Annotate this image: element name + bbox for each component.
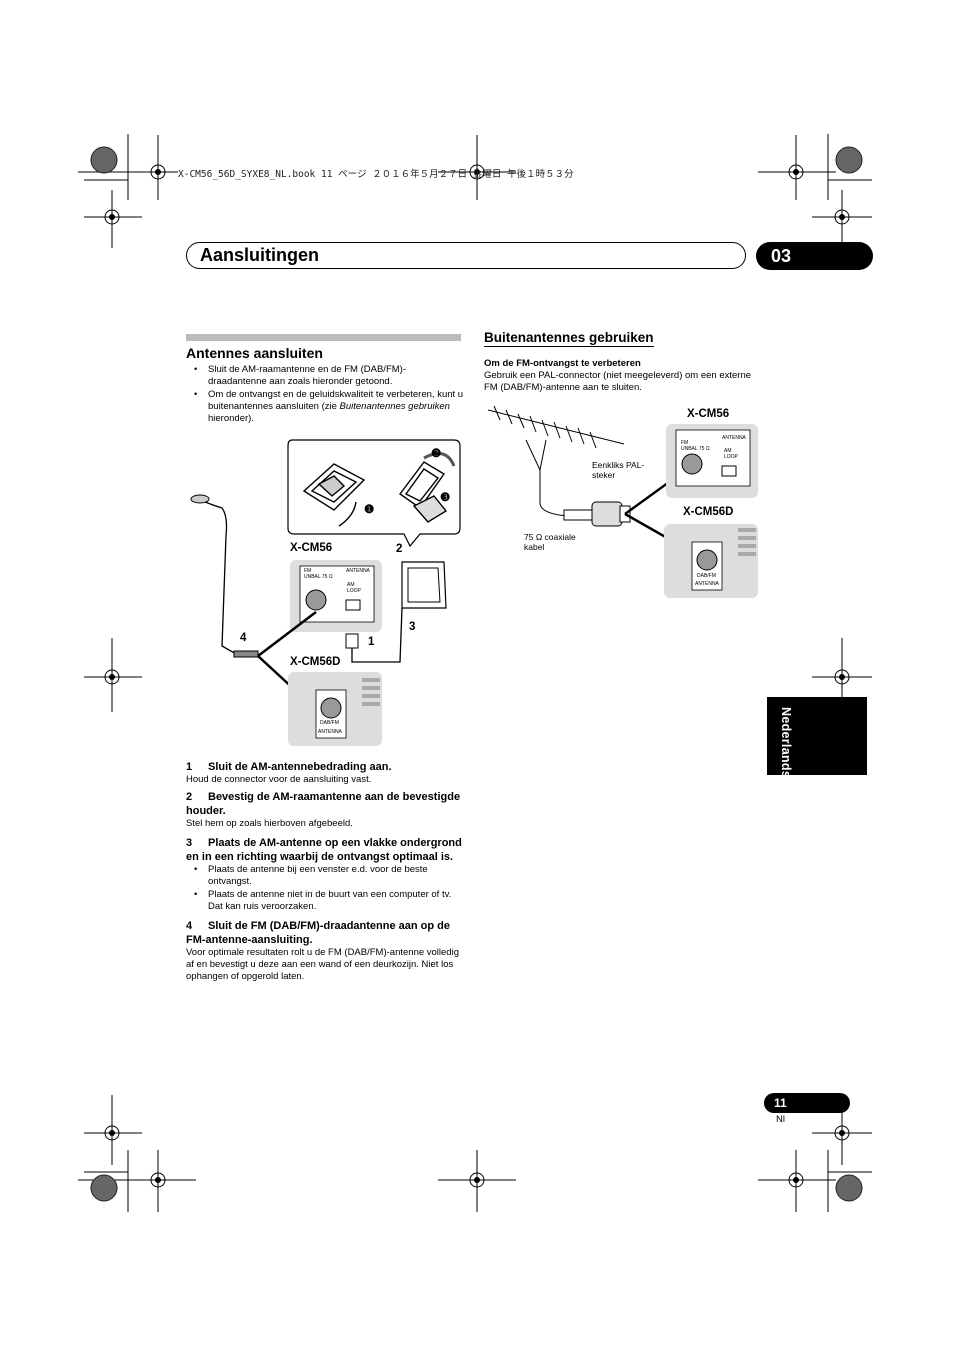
- panel-unbal: UNBAL 75 Ω: [681, 446, 710, 452]
- step-body: Houd de connector voor de aansluiting va…: [186, 774, 372, 785]
- panel-am: AM: [724, 448, 732, 454]
- step-title: Sluit de FM (DAB/FM)-draadantenne aan op…: [186, 920, 451, 946]
- chapter-badge: 03: [756, 242, 873, 270]
- panel-antenna: ANTENNA: [346, 568, 370, 574]
- callout-4: 4: [240, 632, 247, 644]
- step-number: 1: [186, 761, 193, 773]
- circled-step-2: ❷: [431, 448, 442, 460]
- model-label-xcm56d: X-CM56D: [290, 656, 341, 668]
- bullet-text: Om de ontvangst en de geluidskwaliteit t…: [208, 389, 464, 412]
- panel-unbal: UNBAL 75 Ω: [304, 574, 333, 580]
- panel-am-loop: AM LOOP: [724, 448, 738, 460]
- step-title: Bevestig de AM-raamantenne aan de bevest…: [186, 791, 461, 817]
- print-header: X-CM56_56D_SYXE8_NL.book 11 ページ ２０１６年５月２…: [178, 169, 574, 180]
- outdoor-antenna-diagram: [487, 405, 758, 598]
- panel-dabfm: DAB/FM: [697, 573, 716, 579]
- panel-labels: FM UNBAL 75 Ω: [304, 568, 333, 580]
- bullet-text-tail: hieronder).: [208, 413, 254, 424]
- panel-fm: FM: [304, 568, 312, 574]
- title-bar: [186, 242, 746, 269]
- panel-fm: FM: [681, 440, 689, 446]
- panel-loop: LOOP: [347, 588, 361, 594]
- bullet-item: Plaats de antenne bij een venster e.d. v…: [186, 864, 466, 888]
- panel-labels: FM UNBAL 75 Ω: [681, 440, 710, 452]
- step-bullets: Plaats de antenne bij een venster e.d. v…: [186, 864, 466, 913]
- model-label-xcm56: X-CM56: [687, 408, 730, 420]
- circled-step-3: ❸: [440, 492, 451, 504]
- antenna-connection-diagram: [190, 439, 461, 746]
- panel-antenna-d: ANTENNA: [695, 581, 719, 587]
- coax-cable-label: 75 Ω coaxiale kabel: [524, 532, 576, 552]
- bullet-item: Plaats de antenne niet in de buurt van e…: [186, 889, 466, 913]
- step-number: 3: [186, 837, 193, 849]
- panel-dabfm: DAB/FM: [320, 720, 339, 726]
- right-body: Gebruik een PAL-connector (niet meegelev…: [484, 370, 752, 393]
- callout-2: 2: [396, 543, 403, 555]
- intro-bullets: Sluit de AM-raamantenne en de FM (DAB/FM…: [186, 364, 464, 426]
- panel-am: AM: [347, 582, 355, 588]
- step-title: Sluit de AM-antennebedrading aan.: [208, 761, 392, 773]
- step-body: Stel hem op zoals hierboven afgebeeld.: [186, 818, 353, 829]
- panel-loop: LOOP: [724, 454, 738, 460]
- bullet-item: Om de ontvangst en de geluidskwaliteit t…: [186, 389, 464, 425]
- step: 1 Sluit de AM-antennebedrading aan. Houd …: [186, 760, 466, 786]
- steps: 1 Sluit de AM-antennebedrading aan. Houd …: [186, 760, 466, 983]
- minor-heading: Om de FM-ontvangst te verbeteren: [484, 358, 641, 369]
- section-heading: Antennes aansluiten: [186, 345, 323, 361]
- language-tab-label: Nederlands: [779, 707, 793, 779]
- model-label-xcm56: X-CM56: [290, 542, 333, 554]
- step-body: Voor optimale resultaten rolt u de FM (D…: [186, 947, 459, 982]
- section-rule: [186, 334, 461, 341]
- language-tab: Nederlands: [767, 697, 867, 779]
- bullet-item: Sluit de AM-raamantenne en de FM (DAB/FM…: [186, 364, 464, 388]
- page-language: Nl: [776, 1114, 785, 1125]
- bullet-text: Sluit de AM-raamantenne en de FM (DAB/FM…: [208, 364, 406, 387]
- cross-reference: Buitenantennes gebruiken: [339, 401, 450, 412]
- circled-step-1: ❶: [364, 504, 375, 516]
- panel-antenna: ANTENNA: [722, 435, 746, 441]
- panel-antenna-d: ANTENNA: [318, 729, 342, 735]
- step-number: 2: [186, 791, 193, 803]
- pal-plug-label: Eenkliks PAL-steker: [592, 460, 645, 480]
- subsection-heading: Buitenantennes gebruiken: [484, 330, 654, 347]
- model-label-xcm56d: X-CM56D: [683, 506, 734, 518]
- callout-3: 3: [409, 621, 416, 633]
- page-number: 11: [764, 1093, 850, 1113]
- step-title: Plaats de AM-antenne op een vlakke onder…: [186, 837, 462, 863]
- page-title: Aansluitingen: [200, 245, 320, 265]
- panel-am-loop: AM LOOP: [347, 582, 361, 594]
- callout-1: 1: [368, 636, 375, 648]
- step-number: 4: [186, 920, 193, 932]
